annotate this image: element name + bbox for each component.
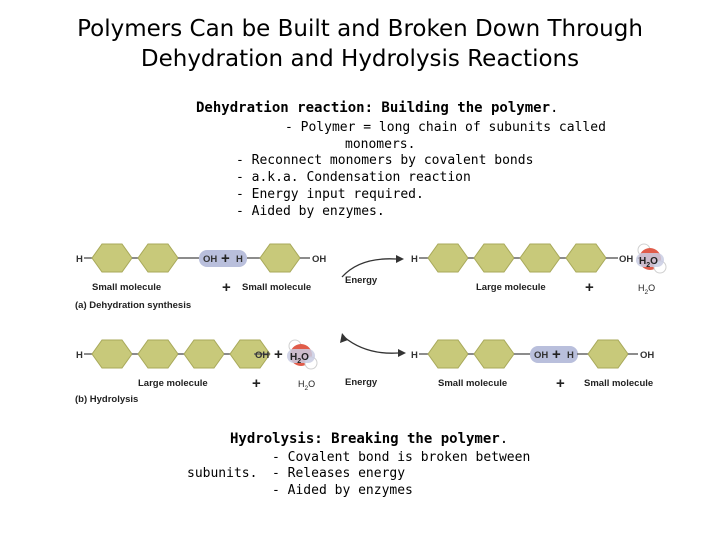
energy-arrow — [341, 258, 397, 278]
large-molecule — [91, 339, 271, 369]
h-label: H — [411, 350, 418, 361]
small-molecule-1 — [91, 243, 179, 273]
water-molecule-icon: H2O — [636, 243, 667, 274]
h-label: H — [76, 254, 83, 265]
dehydration-bullet-1: - Reconnect monomers by covalent bonds — [236, 153, 534, 168]
arrow-head-icon — [398, 349, 406, 357]
dehydration-heading: Dehydration reaction: Building the polym… — [196, 100, 558, 116]
large-molecule-label: Large molecule — [476, 282, 546, 293]
oh-label: OH — [203, 254, 217, 265]
dehydration-synthesis-panel: H OH + H OH Small molecule + Small molec… — [75, 243, 667, 311]
hydrolysis-bullet-2: - Releases energy — [272, 466, 406, 481]
hydrolysis-bullet-3: - Aided by enzymes — [272, 483, 413, 498]
oh-label: OH — [255, 350, 269, 361]
small-molecule-label: Small molecule — [242, 282, 311, 293]
large-molecule — [427, 243, 607, 273]
h-label: H — [236, 254, 243, 265]
svg-text:+: + — [556, 375, 565, 392]
dehydration-line-1: - Polymer = long chain of subunits calle… — [285, 120, 606, 135]
svg-text:+: + — [222, 279, 231, 296]
svg-text:+: + — [552, 346, 561, 363]
dehydration-synthesis-caption: (a) Dehydration synthesis — [75, 300, 191, 311]
hydrolysis-subunits-word: subunits. — [187, 466, 258, 481]
svg-text:+: + — [585, 279, 594, 296]
water-molecule-icon: H2O — [287, 339, 318, 370]
hydrolysis-heading-text: Hydrolysis: Breaking the polymer — [230, 431, 500, 447]
small-molecule-2 — [587, 339, 629, 369]
h-label: H — [567, 350, 574, 361]
h-label: H — [76, 350, 83, 361]
hydrolysis-heading: Hydrolysis: Breaking the polymer. — [230, 431, 508, 447]
energy-label: Energy — [345, 377, 378, 388]
svg-text:H2O: H2O — [639, 256, 658, 269]
dehydration-heading-end: . — [550, 100, 559, 116]
oh-label: OH — [312, 254, 326, 265]
oh-label: OH — [619, 254, 633, 265]
svg-text:+: + — [274, 346, 283, 363]
hydrolysis-caption: (b) Hydrolysis — [75, 394, 138, 405]
dehydration-bullet-4: - Aided by enzymes. — [236, 204, 385, 219]
hydrolysis-panel: H OH + H2O Large molecule + H2O Energy — [75, 333, 654, 405]
small-molecule-label: Small molecule — [92, 282, 161, 293]
arrow-head-icon — [340, 333, 348, 343]
title-line-2: Dehydration and Hydrolysis Reactions — [140, 46, 580, 72]
svg-text:+: + — [221, 250, 230, 267]
energy-label: Energy — [345, 275, 378, 286]
large-molecule-label: Large molecule — [138, 378, 208, 389]
oh-h-highlight — [530, 346, 578, 363]
hydrolysis-heading-end: . — [499, 431, 509, 447]
hydrolysis-bullet-1: - Covalent bond is broken between — [272, 450, 531, 465]
reaction-diagram: H OH + H OH Small molecule + Small molec… — [75, 243, 667, 405]
oh-label: OH — [640, 350, 654, 361]
dehydration-line-2: monomers. — [345, 137, 416, 152]
energy-arrow — [343, 336, 399, 354]
oh-h-highlight — [199, 250, 247, 267]
dehydration-heading-text: Dehydration reaction: Building the polym… — [196, 100, 551, 116]
dehydration-bullet-2: - a.k.a. Condensation reaction — [236, 170, 471, 185]
water-formula: H2O — [298, 379, 315, 392]
h-label: H — [411, 254, 418, 265]
dehydration-bullet-3: - Energy input required. — [236, 187, 424, 202]
small-molecule-label: Small molecule — [584, 378, 653, 389]
svg-text:+: + — [252, 375, 261, 392]
page-title: Polymers Can be Built and Broken Down Th… — [0, 14, 720, 74]
small-molecule-2 — [259, 243, 301, 273]
small-molecule-label: Small molecule — [438, 378, 507, 389]
title-line-1: Polymers Can be Built and Broken Down Th… — [77, 16, 643, 42]
oh-label: OH — [534, 350, 548, 361]
small-molecule-1 — [427, 339, 515, 369]
arrow-head-icon — [396, 255, 404, 263]
water-formula: H2O — [638, 283, 655, 296]
svg-text:H2O: H2O — [290, 352, 309, 365]
